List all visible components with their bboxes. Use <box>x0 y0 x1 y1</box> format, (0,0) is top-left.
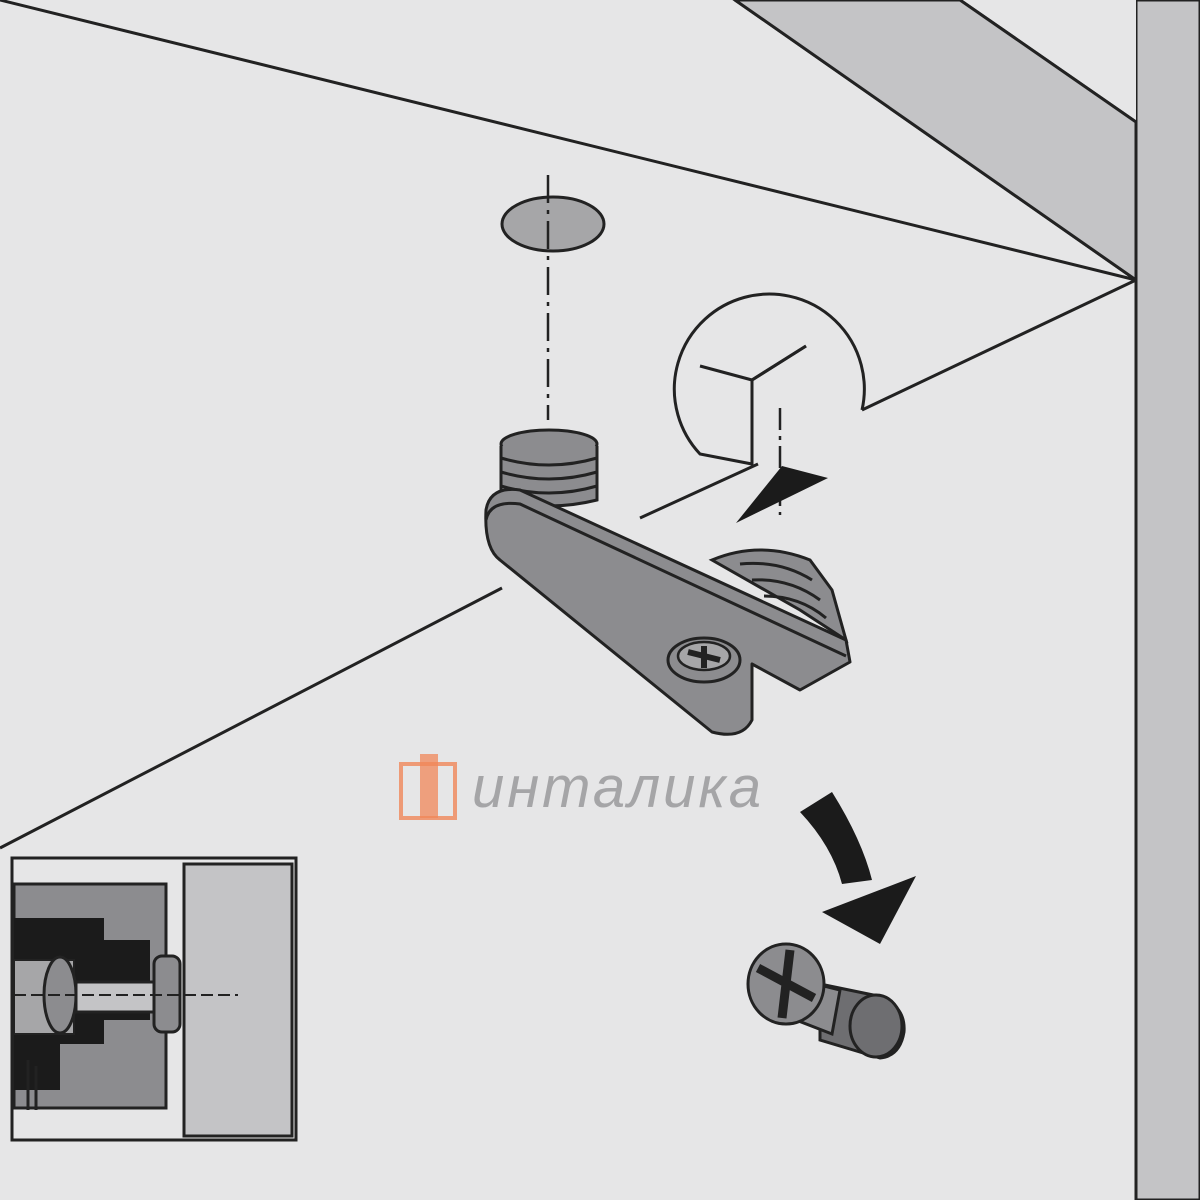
connector-bracket <box>484 428 852 736</box>
screw-cross-head <box>666 636 742 684</box>
watermark: инталика <box>398 752 764 822</box>
shelf-edges <box>0 278 1137 850</box>
top-board <box>0 0 1138 283</box>
curved-arrow <box>800 792 916 944</box>
intalika-logo-icon <box>399 754 457 820</box>
drill-hole <box>500 175 606 420</box>
watermark-text: инталика <box>472 754 765 820</box>
loose-screw <box>746 942 906 1060</box>
side-thread <box>708 548 849 644</box>
cutaway-view <box>672 292 866 523</box>
side-panel <box>1134 0 1200 1200</box>
detail-inset <box>10 856 298 1142</box>
